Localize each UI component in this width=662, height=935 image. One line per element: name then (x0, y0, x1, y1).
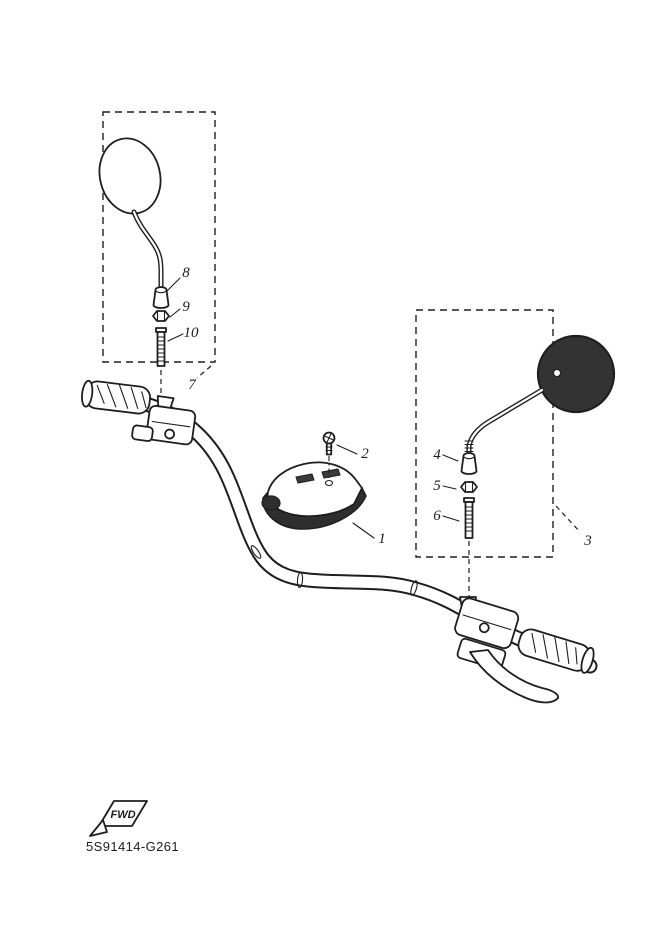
fwd-flag-body (98, 800, 148, 827)
screw-part-2 (322, 431, 336, 479)
right-grip-texture (531, 632, 578, 665)
left-handle-grip (81, 379, 151, 415)
leader-group-3 (555, 505, 581, 533)
brake-lever (469, 649, 559, 704)
left-grip-end-cap (81, 379, 94, 408)
fwd-marker: FWD (89, 800, 148, 837)
group-label-3: 3 (583, 533, 592, 549)
right-mirror-face (536, 334, 616, 414)
leader-2 (336, 444, 358, 455)
right-clamp-screw-hole (478, 622, 490, 634)
tube-joint-band (250, 545, 262, 559)
screw-cross-slot (324, 433, 334, 443)
group-label-7: 7 (188, 377, 197, 393)
leader-8 (166, 277, 181, 292)
left-mirror (98, 137, 164, 291)
nut-part-5 (460, 481, 478, 493)
stud-bolt-part-10 (155, 327, 167, 367)
left-clamp-screw-hole (164, 428, 175, 440)
diagram-code: 5S91414-G261 (86, 839, 179, 854)
part-label-5: 5 (433, 478, 441, 494)
part-label-8: 8 (182, 265, 190, 281)
right-mirror-pivot-dot (553, 369, 561, 377)
right-grip-end-cap (580, 646, 595, 674)
leader-5 (442, 485, 457, 490)
collar-part-8 (152, 286, 170, 309)
tube-joint-band (410, 580, 418, 596)
part-label-2: 2 (361, 446, 369, 462)
stud-bolt-part-6 (463, 497, 475, 539)
nut-part-9 (152, 310, 170, 322)
leader-9 (169, 308, 181, 318)
leader-4 (442, 454, 459, 462)
screw-shank (325, 442, 333, 456)
fwd-label: FWD (110, 809, 135, 821)
cover-screw-hole (324, 479, 334, 487)
left-lever-bracket (131, 424, 154, 442)
fwd-arrowhead-icon (89, 819, 108, 837)
part-label-1: 1 (378, 531, 386, 547)
left-grip-texture (96, 384, 147, 410)
leader-6 (442, 515, 460, 522)
tube-joint-band (296, 571, 304, 589)
left-mirror-face (98, 137, 162, 215)
part-label-9: 9 (182, 299, 190, 315)
right-mirror (464, 334, 616, 455)
left-switch-clamp (131, 395, 197, 446)
leader-1 (352, 522, 375, 539)
part-label-10: 10 (184, 325, 200, 341)
collar-part-4 (460, 452, 478, 475)
stem-thread-marks (464, 440, 474, 453)
cover-slot (295, 473, 315, 484)
handlebar-cover-part-1 (261, 461, 367, 530)
right-handle-grip (517, 628, 595, 674)
leader-10 (167, 333, 184, 342)
part-label-4: 4 (433, 447, 441, 463)
cover-slot (321, 468, 341, 479)
part-label-6: 6 (433, 508, 441, 524)
cover-left-knob (261, 495, 281, 511)
leader-group-7 (196, 365, 212, 379)
